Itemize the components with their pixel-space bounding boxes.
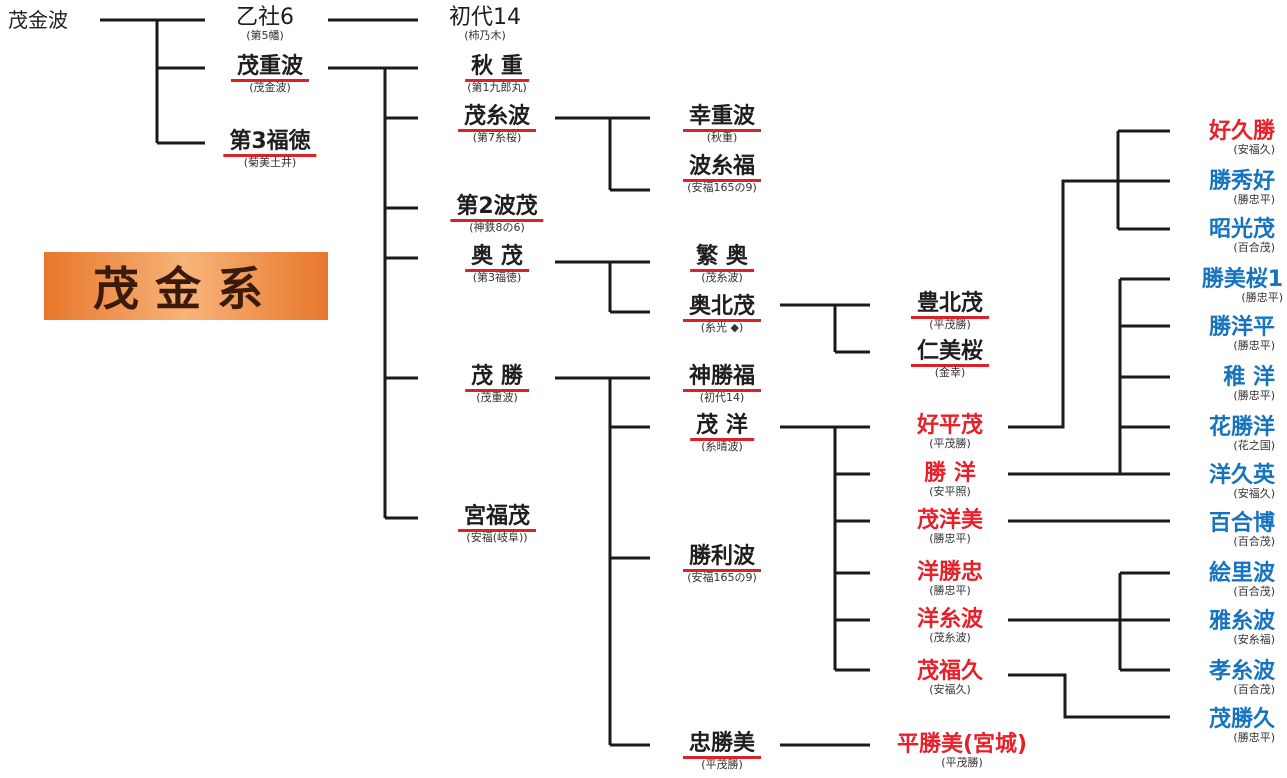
node-hirakatsumi: 平勝美(宮城) (平茂勝) bbox=[896, 732, 1028, 769]
node-daisan-fukutoku: 第3福徳 (菊美土井) bbox=[223, 130, 317, 169]
connector bbox=[1008, 673, 1170, 719]
connector bbox=[555, 376, 650, 747]
node-okukitashige: 奥北茂 (糸光 ◆) bbox=[682, 295, 762, 334]
node-tadakatsumi: 忠勝美 (平茂勝) bbox=[682, 732, 762, 771]
node-kamikatsufuku: 神勝福 (初代14) bbox=[682, 365, 762, 404]
node-shigehanami: 茂重波 (茂金波) bbox=[230, 55, 310, 94]
node-otsusha6: 乙社6 (第5幡) bbox=[236, 5, 294, 42]
lineage-title: 茂金系 bbox=[93, 262, 279, 316]
connector bbox=[1008, 277, 1170, 476]
node-okushige: 奥 茂 (第3福徳) bbox=[465, 245, 529, 284]
connector bbox=[328, 66, 418, 520]
node-erinami: 絵里波 (百合茂) bbox=[1208, 561, 1275, 598]
connector bbox=[780, 303, 870, 354]
node-yurihiro: 百合博 (百合茂) bbox=[1208, 511, 1275, 548]
node-katsumisakura1: 勝美桜1 (勝忠平) bbox=[1201, 267, 1283, 304]
node-daini-namishige: 第2波茂 (神鉄8の6) bbox=[450, 195, 544, 234]
node-hirohisahide: 洋久英 (安福久) bbox=[1208, 463, 1275, 500]
connector bbox=[100, 18, 205, 145]
node-shigehiromi: 茂洋美 (勝忠平) bbox=[916, 508, 984, 545]
node-shigeoku: 繁 奥 (茂糸波) bbox=[690, 245, 754, 284]
node-koushigenami: 幸重波 (秋重) bbox=[682, 105, 762, 144]
node-katsuhideyoshi: 勝秀好 (勝忠平) bbox=[1208, 169, 1275, 206]
node-shigehiro: 茂 洋 (糸晴波) bbox=[690, 414, 754, 453]
node-shodai14: 初代14 (柿乃木) bbox=[449, 5, 521, 42]
node-chihiro: 稚 洋 (勝忠平) bbox=[1223, 365, 1275, 402]
connector bbox=[1008, 571, 1170, 672]
node-katsurinami: 勝利波 (安福165の9) bbox=[682, 545, 762, 584]
node-shigefukuhisa: 茂福久 (安福久) bbox=[916, 659, 984, 696]
node-masaitonami: 雅糸波 (安糸福) bbox=[1208, 609, 1275, 646]
node-namiitofuku: 波糸福 (安福165の9) bbox=[682, 155, 762, 194]
node-hirokatsutada: 洋勝忠 (勝忠平) bbox=[916, 560, 984, 597]
node-takaitonami: 孝糸波 (百合茂) bbox=[1208, 659, 1275, 696]
node-shigekatsuhisa: 茂勝久 (勝忠平) bbox=[1208, 707, 1275, 744]
node-nimisakura: 仁美桜 (金幸) bbox=[910, 340, 990, 379]
connector bbox=[780, 425, 870, 672]
node-yoshiheishige: 好平茂 (平茂勝) bbox=[916, 413, 984, 450]
node-miyafukushige: 宮福茂 (安福(岐阜)) bbox=[457, 505, 537, 544]
node-katsuhiro: 勝 洋 (安平照) bbox=[924, 461, 976, 498]
lineage-title-banner: 茂金系 bbox=[44, 252, 328, 320]
connector bbox=[555, 260, 650, 314]
node-yoshihisakatsu: 好久勝 (安福久) bbox=[1208, 119, 1275, 156]
connector bbox=[555, 116, 650, 192]
node-shigekatsu: 茂 勝 (茂重波) bbox=[465, 365, 529, 404]
connector bbox=[1008, 129, 1170, 429]
node-akishige: 秋 重 (第1九郎丸) bbox=[465, 55, 529, 94]
node-shigeitonami: 茂糸波 (第7糸桜) bbox=[457, 105, 537, 144]
node-hiroitonami: 洋糸波 (茂糸波) bbox=[916, 607, 984, 644]
node-katsuhirohira: 勝洋平 (勝忠平) bbox=[1208, 315, 1275, 352]
root-ancestor: 茂金波 bbox=[8, 8, 68, 32]
node-shoukoushige: 昭光茂 (百合茂) bbox=[1208, 217, 1275, 254]
node-toyokitashige: 豊北茂 (平茂勝) bbox=[910, 292, 990, 331]
node-hanakatsuhiro: 花勝洋 (花之国) bbox=[1208, 415, 1275, 452]
